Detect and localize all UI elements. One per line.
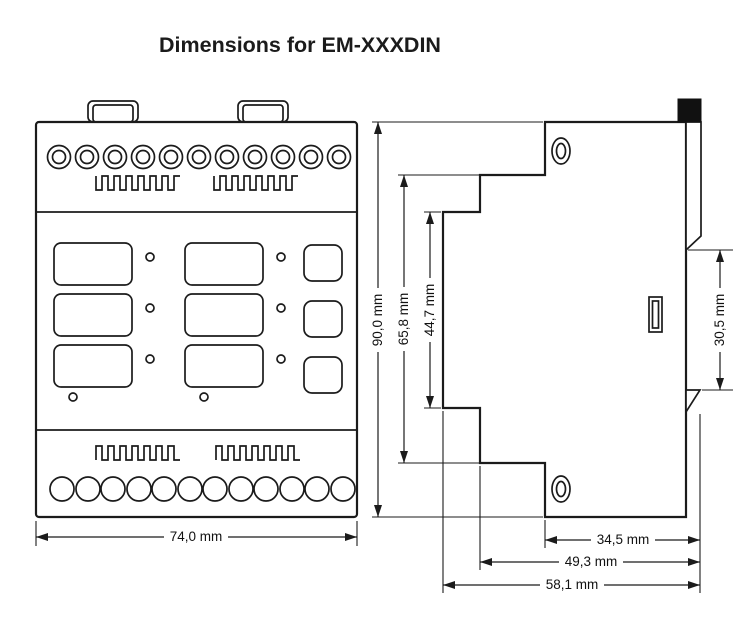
side-view: [441, 98, 702, 519]
front-view: [34, 100, 359, 519]
dim-rail-slot: 30,5 mm: [712, 250, 728, 390]
dim-total-depth-label: 58,1 mm: [546, 577, 599, 592]
dim-total-height: 90,0 mm: [370, 122, 386, 517]
display-windows: [53, 242, 264, 388]
page-title: Dimensions for EM-XXXDIN: [159, 33, 441, 57]
dimension-annotations: 74,0 mm 90,0 mm 65,8 mm: [35, 121, 733, 593]
dim-total-height-label: 90,0 mm: [370, 294, 385, 347]
dim-mid-depth-label: 49,3 mm: [565, 554, 618, 569]
dim-front-height-label: 44,7 mm: [422, 284, 437, 337]
top-vent-slots: [95, 175, 298, 191]
clip-end-black: [677, 98, 702, 123]
dim-total-depth: 58,1 mm: [443, 577, 700, 593]
front-buttons: [303, 244, 343, 394]
led-indicators: [68, 252, 286, 402]
dim-mid-depth: 49,3 mm: [480, 554, 700, 570]
side-slot-detail: [648, 296, 663, 333]
top-mounting-tabs: [87, 100, 289, 123]
dim-front-width: 74,0 mm: [36, 529, 357, 545]
dim-mid-height: 65,8 mm: [396, 175, 412, 463]
dim-front-width-label: 74,0 mm: [170, 529, 223, 544]
bottom-vent-slots: [95, 445, 300, 461]
dim-terminal-depth-label: 34,5 mm: [597, 532, 650, 547]
din-rail-clip: [677, 98, 702, 252]
top-terminal-row: [46, 144, 352, 170]
dim-rail-slot-label: 30,5 mm: [712, 294, 727, 347]
side-terminal-openings: [551, 137, 571, 503]
bottom-terminal-row: [49, 476, 356, 502]
dim-front-height: 44,7 mm: [422, 212, 438, 408]
front-body: [34, 120, 359, 519]
dim-mid-height-label: 65,8 mm: [396, 293, 411, 346]
dim-terminal-depth: 34,5 mm: [545, 532, 700, 548]
extension-lines: [35, 121, 733, 593]
rail-hook: [685, 389, 702, 415]
